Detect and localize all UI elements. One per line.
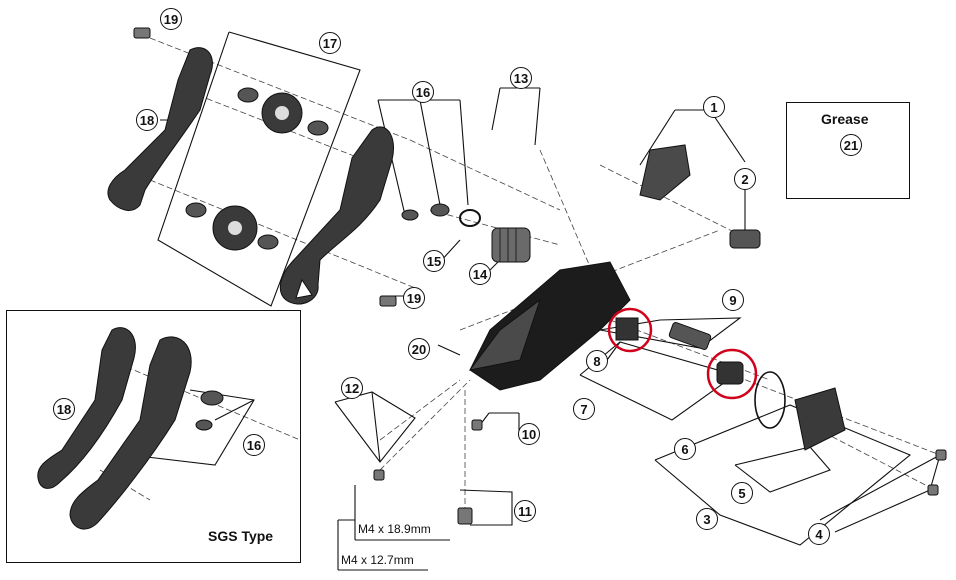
derailleur-body — [468, 261, 631, 391]
sgs-type-label: SGS Type — [208, 528, 274, 544]
part-number-17: 17 — [319, 32, 341, 54]
part-number-18-sgs: 18 — [53, 398, 75, 420]
sgs-type-panel: SGS Type — [6, 310, 301, 563]
part-number-10: 10 — [518, 423, 540, 445]
pulleys — [185, 87, 329, 251]
part-number-9: 9 — [722, 289, 744, 311]
clutch-unit — [754, 371, 846, 451]
part-number-7: 7 — [573, 398, 595, 420]
part-number-6: 6 — [674, 438, 696, 460]
part-number-13: 13 — [510, 67, 532, 89]
part-number-21: 21 — [840, 134, 862, 156]
part-number-3: 3 — [696, 508, 718, 530]
part-number-16: 16 — [412, 81, 434, 103]
part-number-1: 1 — [703, 96, 725, 118]
part-number-11: 11 — [514, 500, 536, 522]
dimension-long: M4 x 18.9mm — [358, 522, 431, 536]
part-number-5: 5 — [731, 482, 753, 504]
inner-plate — [107, 47, 213, 211]
bolts — [133, 27, 947, 525]
part-number-19b: 19 — [403, 287, 425, 309]
part-number-19: 19 — [160, 8, 182, 30]
bushings — [401, 203, 481, 227]
bracket — [639, 144, 761, 249]
part-number-4: 4 — [808, 523, 830, 545]
part-number-2: 2 — [734, 168, 756, 190]
spring — [491, 227, 531, 263]
part-number-18: 18 — [136, 109, 158, 131]
part-number-12: 12 — [341, 377, 363, 399]
axle — [668, 321, 712, 351]
sgs-plates — [37, 327, 224, 530]
outer-plate — [279, 126, 394, 305]
part-number-14: 14 — [469, 263, 491, 285]
part-number-8: 8 — [586, 350, 608, 372]
part-number-16-sgs: 16 — [243, 434, 265, 456]
part-number-15: 15 — [423, 250, 445, 272]
part-number-20: 20 — [408, 338, 430, 360]
dimension-short: M4 x 12.7mm — [341, 553, 414, 567]
grease-title: Grease — [821, 111, 869, 127]
highlighted-parts — [607, 307, 758, 400]
